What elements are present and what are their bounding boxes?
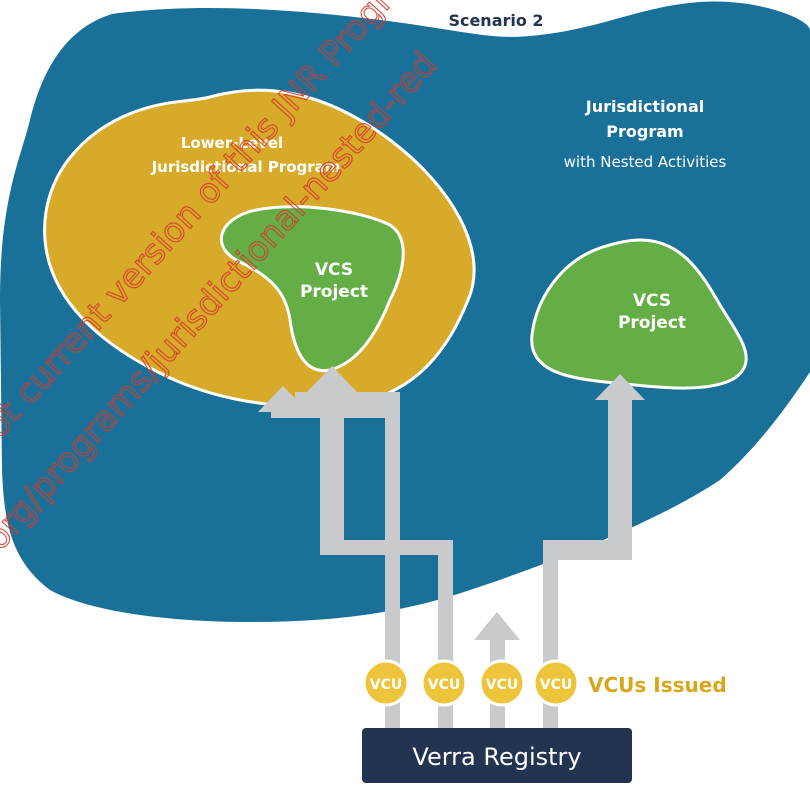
page-title: Scenario 2: [448, 11, 543, 30]
vcu-coin-4-label: VCU: [540, 677, 572, 693]
vcs-project-left-line1: VCS: [315, 260, 353, 280]
lower-level-line2: Jurisdictional Program: [151, 158, 341, 176]
jurisdiction-title-line1: Jurisdictional: [585, 97, 704, 116]
jurisdiction-title-line2: Program: [606, 122, 683, 141]
vcs-project-left-region: [220, 205, 405, 373]
vcu-coin-2-label: VCU: [428, 677, 460, 693]
vcs-project-right-region: [530, 238, 748, 390]
jurisdiction-subtitle: with Nested Activities: [564, 153, 727, 171]
vcus-issued-label: VCUs Issued: [588, 673, 727, 697]
vcs-project-right-line1: VCS: [633, 291, 671, 311]
vcu-coin-1-label: VCU: [370, 677, 402, 693]
vcu-coin-3-label: VCU: [486, 677, 518, 693]
vcs-project-right-line2: Project: [618, 313, 686, 333]
arrow-to-vcs-left: [307, 366, 453, 730]
registry-box: [362, 728, 632, 783]
vcu-coin-3: VCU: [478, 659, 526, 707]
arrow-to-vcs-right: [543, 374, 645, 730]
lower-level-line1: Lower-Level: [181, 134, 283, 152]
vcu-coin-1: VCU: [362, 659, 410, 707]
registry-label: Verra Registry: [412, 743, 581, 771]
vcu-coin-4: VCU: [532, 659, 580, 707]
vcs-project-left-line2: Project: [300, 282, 368, 302]
vcu-coin-2: VCU: [420, 659, 468, 707]
